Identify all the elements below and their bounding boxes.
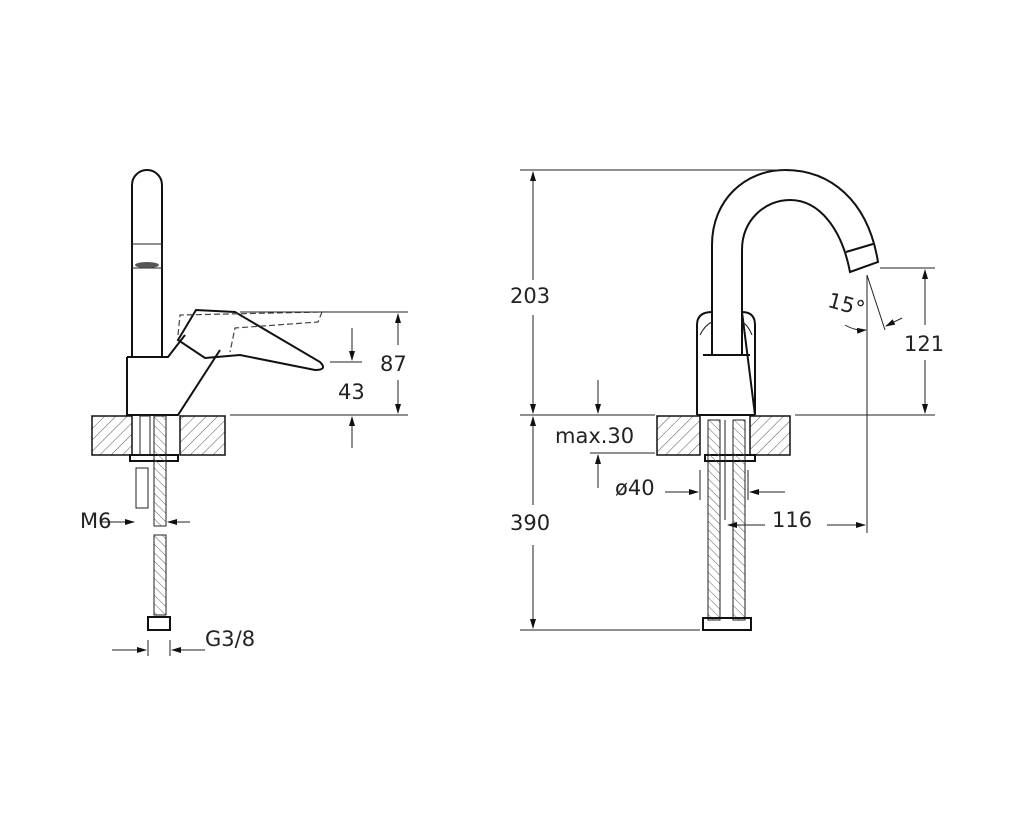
spout-nozzle-line: [845, 243, 874, 253]
dim-g38: G3/8: [205, 627, 255, 651]
mounting-plate: [704, 454, 756, 462]
spout: [131, 169, 163, 357]
dim-87: 87: [380, 352, 407, 376]
hose-left: [707, 419, 721, 621]
mixer-body: [126, 334, 221, 416]
counter-right: [749, 415, 791, 456]
hose-upper: [153, 415, 167, 527]
front-view: 203 390 max.30 ø40 116 121 15°: [510, 168, 944, 631]
side-view: 87 43 M6 G3/8: [80, 169, 408, 656]
dim-203: 203: [510, 284, 550, 308]
counter-left: [656, 415, 701, 456]
dim-116: 116: [772, 508, 812, 532]
angle-arc-arrow: [844, 324, 867, 334]
counter-left: [91, 415, 133, 456]
lever-alt-position: [177, 311, 323, 353]
body-collar: [699, 321, 753, 336]
lever-handle: [176, 308, 325, 372]
mixer-body: [696, 310, 756, 416]
dim-15-degrees: 15°: [825, 288, 867, 321]
hose-nut: [147, 616, 171, 631]
hose-nuts: [702, 617, 752, 631]
dim-m6: M6: [80, 509, 111, 533]
hose-right: [732, 419, 746, 621]
dim-121: 121: [904, 332, 944, 356]
hose-lower: [153, 534, 167, 616]
fixing-nut: [135, 467, 149, 509]
gooseneck-spout: [711, 168, 880, 355]
mounting-rod: [139, 415, 151, 456]
dim-43: 43: [338, 380, 365, 404]
spray-angle-line: [866, 274, 886, 331]
dimension-arrow: [885, 317, 903, 327]
counter-right: [179, 415, 226, 456]
dim-diameter-40: ø40: [615, 476, 655, 500]
dim-max30: max.30: [555, 424, 634, 448]
aerator-mesh: [135, 262, 159, 268]
dim-390: 390: [510, 511, 550, 535]
